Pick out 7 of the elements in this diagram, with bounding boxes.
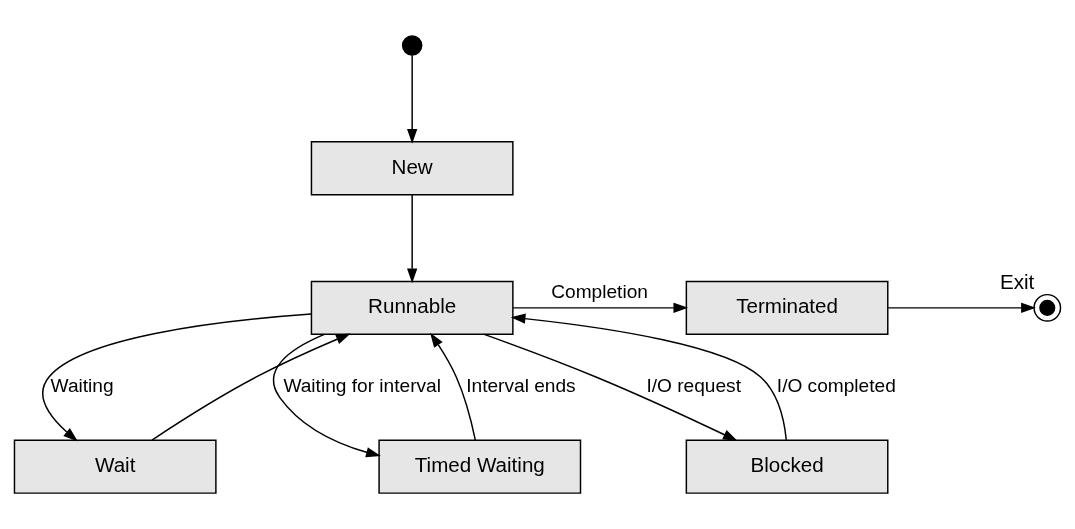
node-label: Exit — [1000, 270, 1035, 294]
edge-label: I/O request — [646, 375, 741, 397]
edge-label: I/O completed — [776, 375, 896, 397]
edge-label: Waiting — [50, 375, 114, 397]
edge-label: Interval ends — [466, 375, 576, 397]
edge-label: Waiting for interval — [283, 375, 441, 397]
edge-label: Completion — [551, 281, 648, 303]
